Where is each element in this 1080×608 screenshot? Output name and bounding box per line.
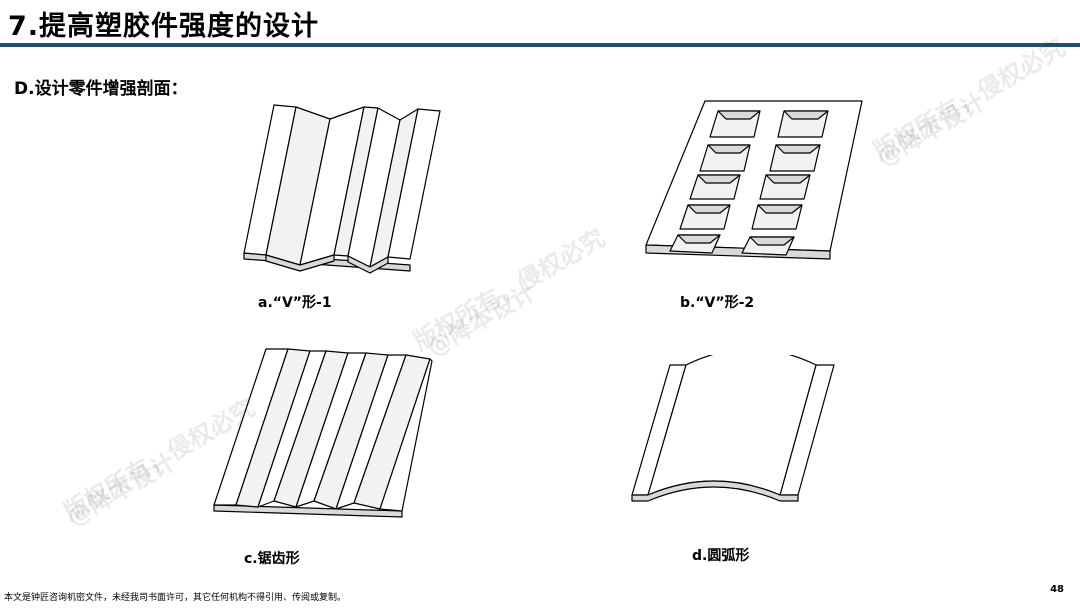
confidentiality-notice: 本文是钟匠咨询机密文件，未经我司书面许可，其它任何机构不得引用、传阅或复制。 [4, 593, 347, 603]
figure-caption-b: b.“V”形-2 [680, 295, 755, 311]
figure-caption-d: d.圆弧形 [692, 548, 750, 564]
page-number: 48 [1050, 584, 1064, 595]
sawtooth-plate-figure [213, 348, 433, 518]
figure-caption-c: c.锯齿形 [244, 551, 300, 567]
v-shape-pocketed-plate-figure [645, 100, 863, 260]
arc-plate-figure [631, 355, 835, 502]
title-divider [0, 43, 1080, 47]
watermark-text: 版权所有，侵权必究 [868, 33, 1070, 166]
v-shape-ribbed-plate-figure [243, 104, 441, 274]
watermark-text: @降本设计 [62, 447, 181, 532]
watermark-text: @降本设计 [872, 87, 991, 172]
figure-caption-a: a.“V”形-1 [258, 295, 332, 311]
section-subtitle: D.设计零件增强剖面： [14, 79, 188, 99]
page-title: 7.提高塑胶件强度的设计 [8, 11, 320, 42]
